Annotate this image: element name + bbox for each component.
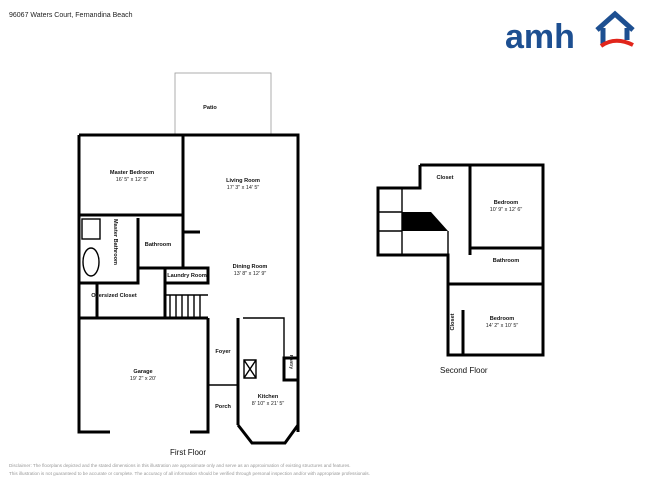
room-name-living-room: Living Room bbox=[226, 178, 260, 184]
room-name-patio: Patio bbox=[203, 105, 217, 111]
disclaimer-line-2: This illustration is not guaranteed to b… bbox=[9, 471, 370, 476]
room-name-laundry-room: Laundry Room bbox=[167, 273, 206, 279]
amh-logo: amh bbox=[505, 10, 635, 52]
disclaimer-line-1: Disclaimer: The floorplans depicted and … bbox=[9, 463, 351, 468]
room-dims-living-room: 17' 3" x 14' 5" bbox=[227, 185, 260, 191]
room-name-foyer: Foyer bbox=[215, 349, 231, 355]
room-name-kitchen: Kitchen bbox=[258, 394, 279, 400]
room-name-bedroom-upper: Bedroom bbox=[494, 200, 519, 206]
room-name-bedroom-lower: Bedroom bbox=[490, 316, 515, 322]
first-floor-label: First Floor bbox=[170, 448, 206, 457]
room-dims-bedroom-lower: 14' 2" x 10' 5" bbox=[486, 323, 519, 329]
second-floor-walls bbox=[376, 163, 545, 357]
room-dims-dining-room: 13' 8" x 12' 9" bbox=[234, 271, 267, 277]
room-name-dining-room: Dining Room bbox=[233, 264, 268, 270]
room-name-bathroom-upper: Bathroom bbox=[493, 258, 519, 264]
room-name-closet-lower: Closet bbox=[450, 313, 456, 330]
room-name-pantry: Pantry bbox=[289, 355, 294, 370]
room-name-bathroom: Bathroom bbox=[145, 242, 171, 248]
room-dims-bedroom-upper: 10' 9" x 12' 6" bbox=[490, 207, 523, 213]
svg-text:amh: amh bbox=[505, 18, 575, 52]
room-dims-garage: 19' 2" x 20' bbox=[130, 376, 156, 382]
room-name-master-bedroom: Master Bedroom bbox=[110, 170, 154, 176]
room-dims-master-bedroom: 16' 5" x 12' 5" bbox=[116, 177, 149, 183]
room-name-master-bathroom: Master Bathroom bbox=[112, 219, 118, 265]
first-floor-walls bbox=[77, 133, 300, 445]
room-name-closet-upper: Closet bbox=[436, 175, 453, 181]
disclaimer: Disclaimer: The floorplans depicted and … bbox=[9, 462, 370, 478]
room-name-porch: Porch bbox=[215, 404, 231, 410]
property-address: 96067 Waters Court, Fernandina Beach bbox=[9, 12, 133, 19]
room-dims-kitchen: 8' 10" x 21' 5" bbox=[252, 401, 285, 407]
room-name-oversized-closet: Oversized Closet bbox=[91, 293, 137, 299]
room-name-garage: Garage bbox=[133, 369, 152, 375]
second-floor-label: Second Floor bbox=[440, 366, 488, 375]
patio-outline bbox=[174, 72, 272, 136]
